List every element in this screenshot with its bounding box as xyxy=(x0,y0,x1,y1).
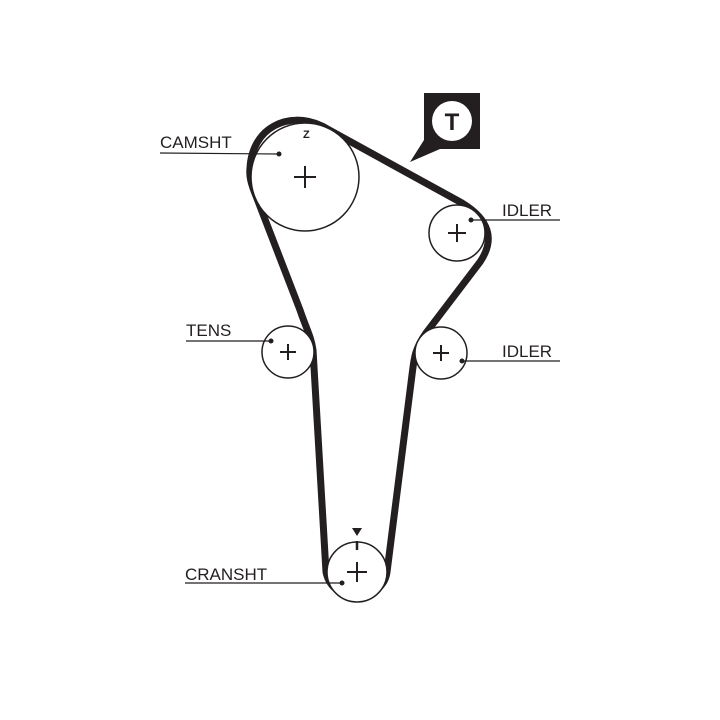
camshaft-pulley: Z xyxy=(250,122,360,232)
tensioner-label: TENS xyxy=(186,321,231,340)
idler-bottom-label: IDLER xyxy=(502,342,552,361)
idler-top-label: IDLER xyxy=(502,201,552,220)
camshaft-mark: Z xyxy=(303,129,310,141)
tension-badge: T xyxy=(410,93,480,162)
crankshaft-label: CRANSHT xyxy=(185,565,267,584)
badge-circle xyxy=(432,101,472,141)
crankshaft-timing-mark xyxy=(352,528,362,536)
idler-bottom-pulley xyxy=(414,326,468,380)
leader-lines xyxy=(159,152,560,584)
idler-top-pulley xyxy=(428,204,486,262)
crankshaft-pulley xyxy=(326,528,388,603)
tensioner-pulley xyxy=(261,325,315,379)
badge-letter: T xyxy=(445,109,460,136)
camshaft-label: CAMSHT xyxy=(160,133,232,152)
camshaft-leader xyxy=(159,152,280,155)
